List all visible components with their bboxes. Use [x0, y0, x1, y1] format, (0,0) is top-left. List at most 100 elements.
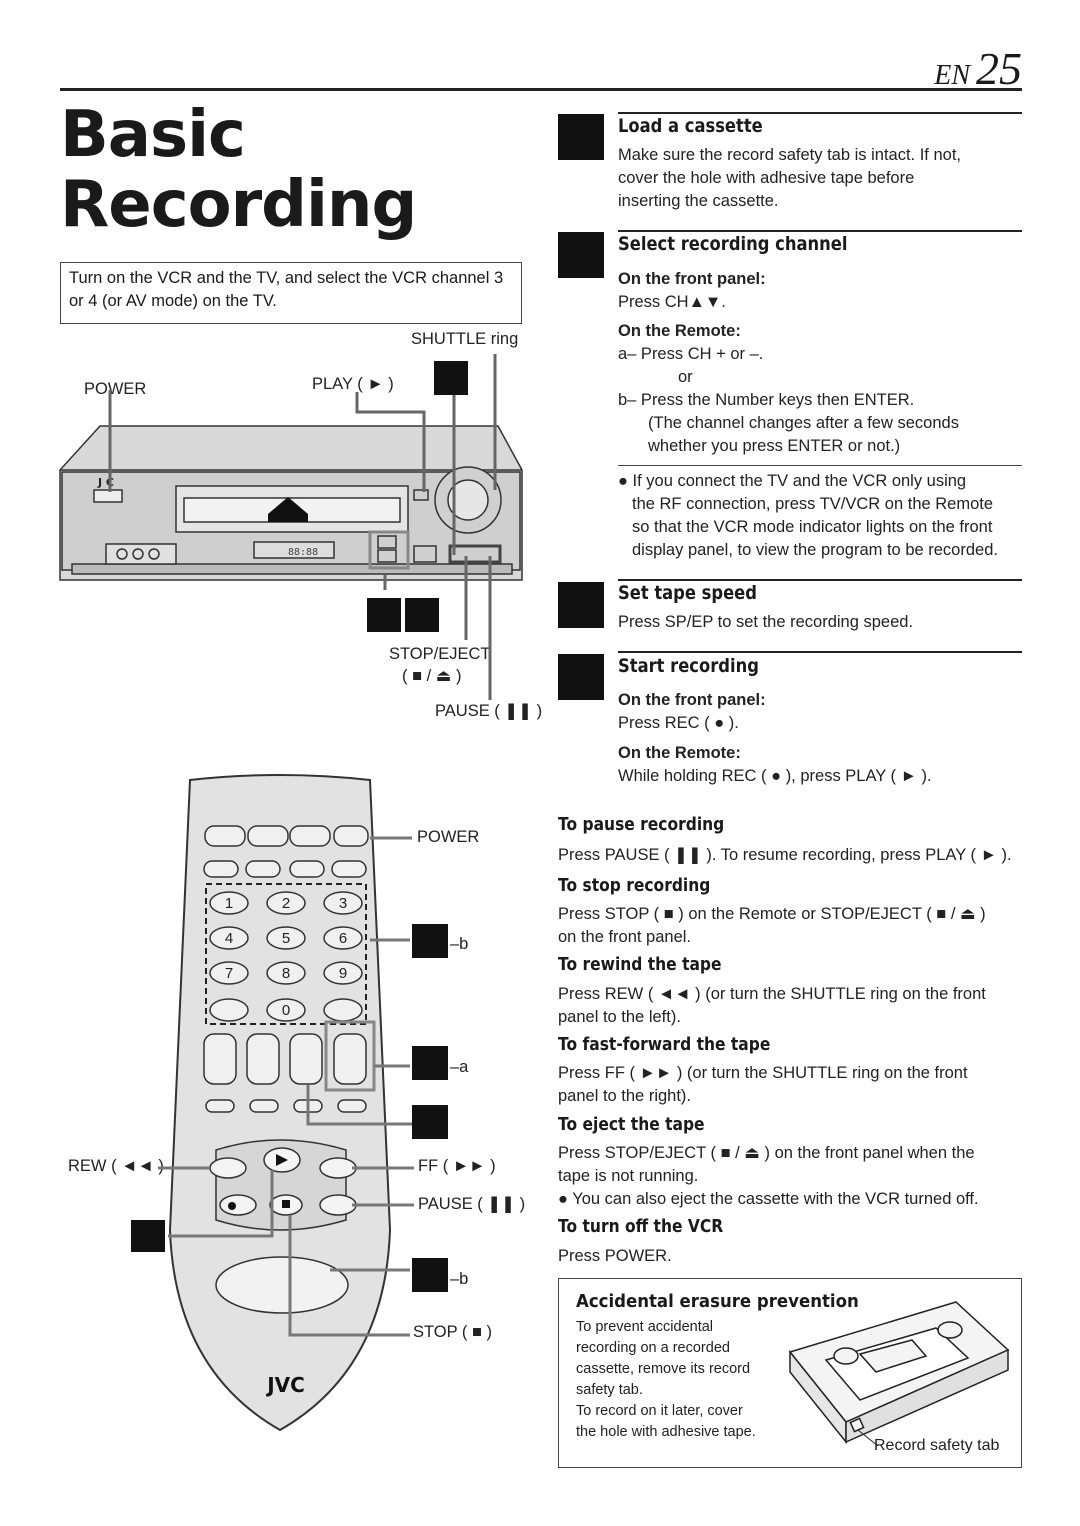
- step-2-note: ● If you connect the TV and the VCR only…: [618, 470, 1022, 562]
- note-line: ● If you connect the TV and the VCR only…: [618, 472, 967, 490]
- step-1-line: inserting the cassette.: [618, 192, 779, 210]
- rewind-text: Press REW ( ◄◄ ) (or turn the SHUTTLE ri…: [558, 983, 986, 1029]
- remote-stop-label: STOP ( ■ ): [413, 1323, 493, 1341]
- power-off-text: Press POWER.: [558, 1247, 672, 1265]
- erasure-line: safety tab.: [576, 1382, 643, 1398]
- svg-text:88:88: 88:88: [288, 547, 318, 558]
- key-0: 0: [282, 1002, 290, 1019]
- step-2-front-panel-heading: On the front panel:: [618, 270, 766, 288]
- step-1-line: Make sure the record safety tab is intac…: [618, 146, 961, 164]
- stop-line: on the front panel.: [558, 928, 692, 946]
- pause-text: Press PAUSE ( ❚❚ ). To resume recording,…: [558, 846, 1012, 864]
- key-7: 7: [225, 965, 233, 982]
- step-4-marker: [558, 654, 604, 700]
- fast-forward-line: Press FF ( ►► ) (or turn the SHUTTLE rin…: [558, 1064, 968, 1082]
- vcr-play-label: PLAY ( ► ): [312, 375, 394, 393]
- callout-a: –a: [450, 1058, 469, 1076]
- vcr-pause-label: PAUSE ( ❚❚ ): [435, 702, 543, 720]
- note-line: the RF connection, press TV/VCR on the R…: [632, 495, 994, 513]
- remote-brand-logo: JVC: [265, 1373, 305, 1397]
- stop-line: Press STOP ( ■ ) on the Remote or STOP/E…: [558, 905, 986, 923]
- remote-pause-label: PAUSE ( ❚❚ ): [418, 1195, 526, 1213]
- step-4-remote-heading: On the Remote:: [618, 744, 741, 762]
- cassette-illustration: [788, 1301, 1010, 1447]
- remote-illustration: 1 2 3 4 5 6 7 8 9 0: [131, 774, 448, 1432]
- key-5: 5: [282, 930, 290, 947]
- step-1-title: Load a cassette: [618, 115, 763, 137]
- step-4-front-panel-press: Press REC ( ● ).: [618, 714, 739, 732]
- fast-forward-heading: To fast-forward the tape: [558, 1034, 771, 1055]
- step-2-front-panel-press: Press CH▲▼.: [618, 293, 726, 311]
- step-3-body: Press SP/EP to set the recording speed.: [618, 613, 914, 631]
- step-3-title: Set tape speed: [618, 582, 757, 604]
- stop-eject-symbols: ( ■ / ⏏ ): [402, 667, 462, 685]
- vcr-illustration: J C 88:88: [59, 354, 523, 700]
- step-2-option-b-note: whether you press ENTER or not.): [648, 437, 901, 455]
- step-1-body: Make sure the record safety tab is intac…: [618, 144, 961, 213]
- erasure-line: recording on a recorded: [576, 1340, 730, 1356]
- step-2-option-b: b– Press the Number keys then ENTER.: [618, 391, 915, 409]
- rewind-line: panel to the left).: [558, 1008, 681, 1026]
- stop-eject-label: STOP/EJECT: [389, 645, 491, 663]
- note-line: display panel, to view the program to be…: [632, 541, 998, 559]
- step-2-remote-heading: On the Remote:: [618, 322, 741, 340]
- erasure-text: To prevent accidental recording on a rec…: [576, 1317, 756, 1443]
- step-2-title: Select recording channel: [618, 233, 848, 255]
- eject-heading: To eject the tape: [558, 1114, 705, 1135]
- fast-forward-text: Press FF ( ►► ) (or turn the SHUTTLE rin…: [558, 1062, 968, 1108]
- key-6: 6: [339, 930, 347, 947]
- step-1-marker: [558, 114, 604, 160]
- rewind-heading: To rewind the tape: [558, 954, 722, 975]
- erasure-line: cassette, remove its record: [576, 1361, 751, 1377]
- remote-rew-label: REW ( ◄◄ ): [68, 1157, 164, 1175]
- step-2-marker: [558, 232, 604, 278]
- pause-heading: To pause recording: [558, 814, 725, 835]
- key-3: 3: [339, 895, 347, 912]
- stop-text: Press STOP ( ■ ) on the Remote or STOP/E…: [558, 903, 986, 949]
- step-2-option-a: a– Press CH + or –.: [618, 345, 764, 363]
- step-4-front-panel-heading: On the front panel:: [618, 691, 766, 709]
- vcr-power-label: POWER: [84, 380, 147, 398]
- step-2-note-rule: [618, 465, 1022, 466]
- title-line-1: Basic: [60, 98, 246, 172]
- title-line-2: Recording: [60, 168, 417, 242]
- key-9: 9: [339, 965, 347, 982]
- shuttle-ring-label: SHUTTLE ring: [411, 330, 519, 348]
- eject-text: Press STOP/EJECT ( ■ / ⏏ ) on the front …: [558, 1142, 979, 1211]
- key-4: 4: [225, 930, 233, 947]
- key-1: 1: [225, 895, 233, 912]
- remote-ff-label: FF ( ►► ): [418, 1157, 496, 1175]
- remote-power-label: POWER: [417, 828, 480, 846]
- step-3-rule: [618, 579, 1022, 581]
- rewind-line: Press REW ( ◄◄ ) (or turn the SHUTTLE ri…: [558, 985, 986, 1003]
- erasure-line: To prevent accidental: [576, 1319, 714, 1335]
- erasure-prevention-box: [558, 1278, 1022, 1468]
- callout-b-lower: –b: [450, 1270, 469, 1288]
- step-4-title: Start recording: [618, 655, 759, 677]
- intro-box: Turn on the VCR and the TV, and select t…: [60, 262, 522, 324]
- step-2-rule: [618, 230, 1022, 232]
- eject-line: tape is not running.: [558, 1167, 699, 1185]
- step-4-rule: [618, 651, 1022, 653]
- language-code: EN: [934, 60, 970, 91]
- step-4-remote-press: While holding REC ( ● ), press PLAY ( ► …: [618, 767, 932, 785]
- step-1-rule: [618, 112, 1022, 114]
- key-8: 8: [282, 965, 290, 982]
- step-1-line: cover the hole with adhesive tape before: [618, 169, 915, 187]
- page-number-value: 25: [976, 43, 1022, 94]
- eject-note: ● You can also eject the cassette with t…: [558, 1190, 979, 1208]
- stop-heading: To stop recording: [558, 875, 711, 896]
- header-rule: [60, 88, 1022, 91]
- power-off-heading: To turn off the VCR: [558, 1216, 724, 1237]
- step-3-marker: [558, 582, 604, 628]
- erasure-title: Accidental erasure prevention: [576, 1291, 859, 1312]
- key-2: 2: [282, 895, 290, 912]
- record-safety-tab-label: Record safety tab: [874, 1437, 1000, 1454]
- erasure-line: To record on it later, cover: [576, 1403, 743, 1419]
- erasure-line: the hole with adhesive tape.: [576, 1424, 756, 1440]
- step-2-option-b-note: (The channel changes after a few seconds: [648, 414, 959, 432]
- eject-line: Press STOP/EJECT ( ■ / ⏏ ) on the front …: [558, 1144, 975, 1162]
- note-line: so that the VCR mode indicator lights on…: [632, 518, 993, 536]
